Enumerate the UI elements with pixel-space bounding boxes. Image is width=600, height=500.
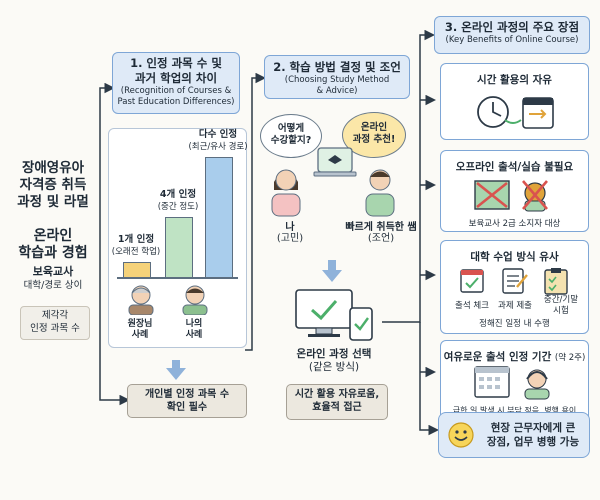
benefit-card-attendance-period: 여유로운 출석 인정 기간 (약 2주) 급한 일 발생 시 부담 적음, 병행… — [440, 340, 589, 422]
left-tag-path: 대학/경로 상이 — [23, 280, 83, 291]
final-benefit-text: 현장 근무자에게 큰 장점, 업무 병행 가능 — [486, 422, 580, 448]
step1-chart-panel: 1개 인정(오래전 학업) 4개 인정(중간 정도) 다수 인정(최근/유사 경로)… — [108, 128, 248, 348]
attendance-period-title: 여유로운 출석 인정 기간 (약 2주) — [443, 351, 586, 363]
student-label: 나 (고민) — [276, 222, 304, 244]
study-advice-illustration — [271, 147, 395, 217]
benefit-card-university-style: 대학 수업 방식 유사 출석 체크 과제 제출 중간/기말 시험 정해진 일정 … — [440, 240, 589, 334]
step2-conclusion: 시간 활용 자유로움, 효율적 접근 — [286, 384, 388, 420]
bar-label-3: 다수 인정(최근/유사 경로) — [188, 129, 248, 152]
bar-baseline — [117, 277, 238, 279]
laptop-icon — [313, 147, 357, 177]
my-case-label: 나의 사례 — [185, 319, 203, 340]
step1-conclusion: 개인별 인정 과목 수 확인 필수 — [127, 384, 247, 418]
step3-header: 3. 온라인 과정의 주요 장점 (Key Benefits of Online… — [434, 16, 590, 54]
my-avatar-icon — [182, 285, 208, 315]
online-course-select-label: 온라인 과정 선택 (같은 방식) — [296, 348, 372, 373]
course-activity-icons — [460, 268, 568, 295]
benefit-card-no-offline: 오프라인 출석/실습 불필요 보육교사 2급 소지자 대상 — [440, 150, 589, 232]
exam-clipboard-icon — [544, 268, 568, 295]
left-title: 장애영유아 자격증 취득 과정 및 라멀 — [17, 160, 89, 210]
student-avatar-icon — [271, 169, 301, 217]
mentor-avatar-icon — [365, 169, 395, 217]
step1-header: 1. 인정 과목 수 및 과거 학업의 차이 (Recognition of C… — [112, 52, 240, 114]
devices-check-icon — [295, 289, 373, 341]
director-case-label: 원장님 사례 — [127, 319, 153, 340]
assignment-label: 과제 제출 — [498, 301, 532, 311]
step2-header: 2. 학습 방법 결정 및 조언 (Choosing Study Method … — [264, 55, 410, 99]
smile-icon — [448, 422, 474, 448]
schedule-note: 정해진 일정 내 수행 — [479, 319, 550, 329]
bar-label-1: 1개 인정(오래전 학업) — [111, 234, 161, 257]
mentor-label: 빠르게 취득한 쌤 (조언) — [345, 222, 417, 244]
question-bubble: 어떻게 수강할지? — [260, 114, 322, 158]
left-note: 제각각 인정 과목 수 — [20, 306, 90, 340]
left-subtitle: 온라인 학습과 경험 — [18, 228, 88, 261]
left-tag-role: 보육교사 — [32, 265, 74, 278]
bar-2 — [165, 217, 193, 278]
advice-bubble: 온라인 과정 추천! — [342, 112, 406, 158]
bar-label-2: 4개 인정(중간 정도) — [157, 189, 199, 212]
no-attendance-icon — [474, 180, 548, 212]
assignment-doc-icon — [502, 268, 528, 294]
bar-1 — [123, 262, 151, 278]
offline-note: 보육교사 2급 소지자 대상 — [468, 219, 561, 229]
attendance-check-label: 출석 체크 — [455, 301, 489, 311]
calendar-headset-icon — [474, 366, 550, 400]
attendance-period-note: 급한 일 발생 시 부담 적음, 병행 용이 — [452, 406, 577, 415]
exam-label: 중간/기말 시험 — [543, 295, 579, 316]
director-avatar-icon — [128, 285, 154, 315]
benefit-card-time-freedom: 시간 활용의 자유 — [440, 63, 589, 140]
bar-3 — [205, 157, 233, 278]
people-icons — [128, 285, 208, 315]
clock-calendar-icon — [477, 96, 554, 129]
bar-chart: 1개 인정(오래전 학업) 4개 인정(중간 정도) 다수 인정(최근/유사 경로) — [109, 129, 248, 347]
attendance-calendar-icon — [460, 269, 484, 293]
final-benefit-box: 현장 근무자에게 큰 장점, 업무 병행 가능 — [438, 412, 590, 458]
